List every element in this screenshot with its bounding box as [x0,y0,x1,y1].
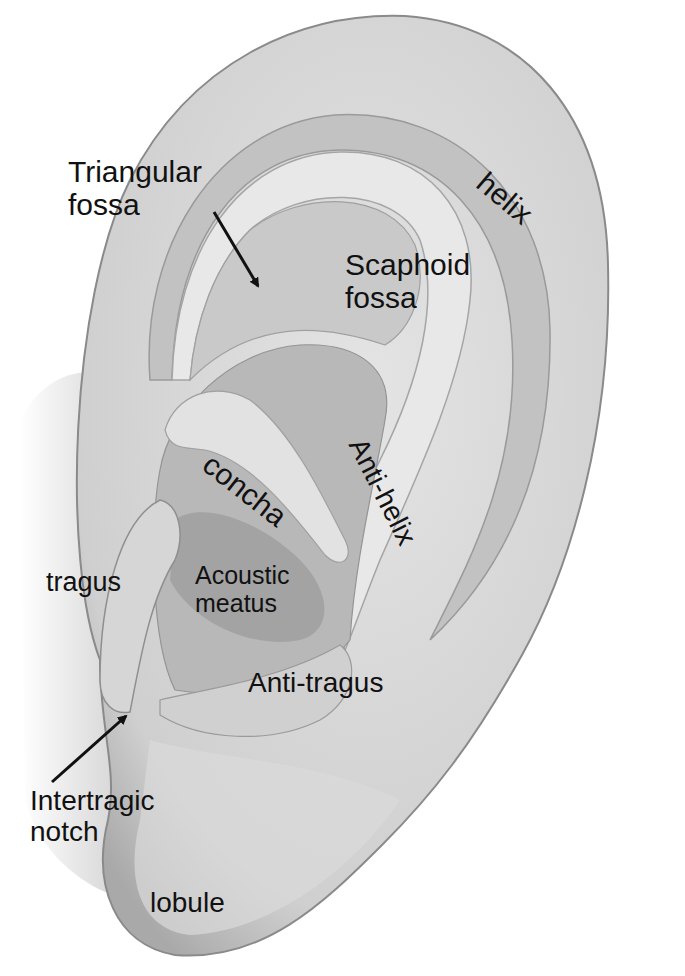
structure-label: Anti-tragus [248,668,383,699]
leader-arrow [52,716,126,782]
structure-label: lobule [150,888,225,919]
structure-label: tragus [46,568,121,598]
structure-label: Scaphoid fossa [345,248,545,314]
structure-label: Triangular fossa [68,155,238,221]
leader-arrow [214,212,258,286]
tragus [100,500,180,713]
structure-label: Intertragic notch [30,786,220,848]
lobule-shade [134,740,400,935]
structure-label: Acoustic meatus [195,562,350,617]
concha-bowl [154,345,387,693]
